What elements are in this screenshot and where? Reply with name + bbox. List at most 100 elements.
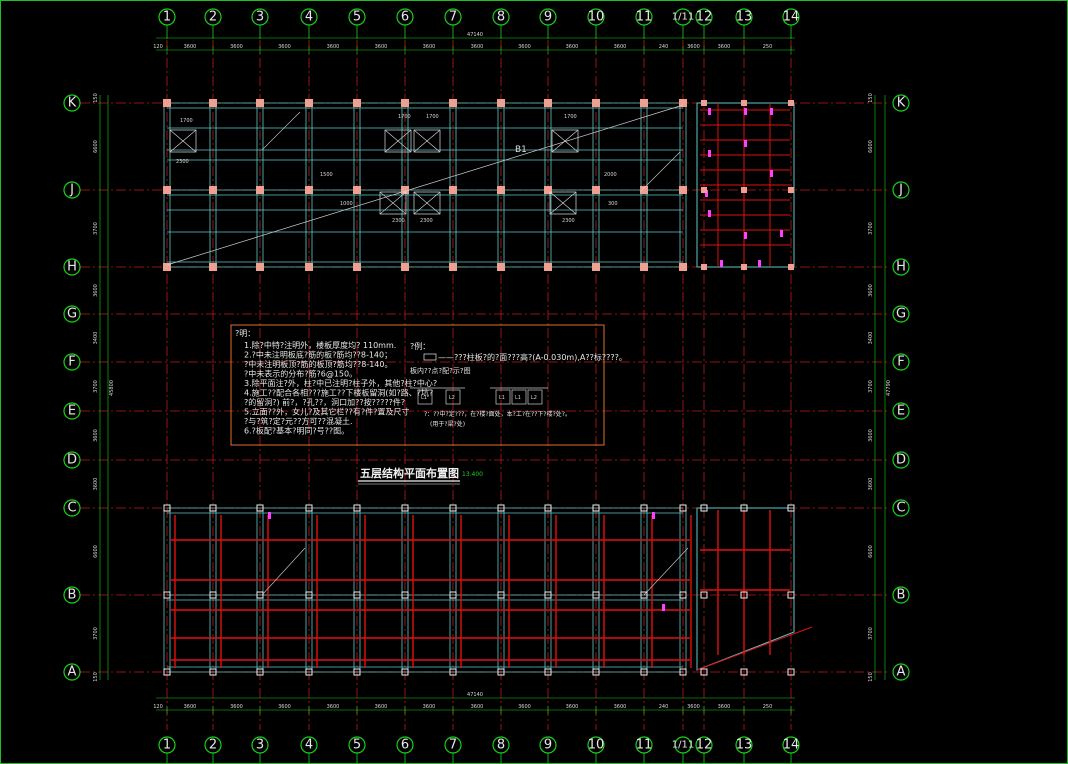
column xyxy=(701,100,707,106)
column xyxy=(305,263,313,271)
dim-text-x: 3600 xyxy=(184,44,197,50)
column xyxy=(163,263,171,271)
dim-label: 2300 xyxy=(176,159,189,165)
dim-text-x: 3600 xyxy=(471,44,484,50)
opening-x xyxy=(169,129,197,153)
column-lower xyxy=(679,591,687,599)
column-lower xyxy=(449,668,457,676)
dim-text-x: 250 xyxy=(763,704,773,710)
slab-mark xyxy=(708,210,711,217)
axis-bubble-y: A xyxy=(892,663,910,681)
axis-label-y: C xyxy=(896,501,905,516)
column-lower xyxy=(640,591,648,599)
opening xyxy=(379,191,407,215)
notes-box xyxy=(230,324,605,446)
bubble-circle xyxy=(892,181,910,199)
axis-label-x: 4 xyxy=(305,738,313,753)
column xyxy=(449,263,457,271)
axis-label-x: 6 xyxy=(401,10,409,25)
axis-bubble-x: 1/11 xyxy=(672,8,694,39)
dim-text-y: 3400 xyxy=(93,332,99,345)
column-lower xyxy=(740,591,748,599)
dim-label: 300 xyxy=(608,201,618,207)
legend-tag: L1 xyxy=(421,395,427,401)
note-line: 3.除平面注?外，柱?中已注明?柱子外，其他?柱?中心? xyxy=(244,378,437,388)
axis-label-x: 10 xyxy=(588,738,605,753)
axis-bubble-x: 7 xyxy=(444,736,462,764)
column xyxy=(353,186,361,194)
column-lower xyxy=(640,668,648,676)
column xyxy=(256,186,264,194)
dim-text-y: 3700 xyxy=(93,627,99,640)
drawing-title: 五层结构平面布置图 xyxy=(360,466,459,480)
opening-x xyxy=(413,191,441,215)
column xyxy=(679,263,687,271)
axis-label-y: D xyxy=(67,453,77,468)
bubble-circle xyxy=(892,258,910,276)
column-lower xyxy=(497,668,505,676)
beam-b1-line xyxy=(166,104,684,266)
axis-bubble-y: H xyxy=(892,258,910,276)
legend-tag: L2 xyxy=(449,395,455,401)
dim-total-y: 47790 xyxy=(886,380,892,396)
column xyxy=(353,99,361,107)
axis-label-x: 10 xyxy=(588,10,605,25)
dim-text-x: 3600 xyxy=(614,704,627,710)
column-lower xyxy=(787,668,795,676)
column xyxy=(640,99,648,107)
dim-text-x: 3600 xyxy=(718,704,731,710)
legend-heading: ?例： xyxy=(410,341,430,351)
column-lower xyxy=(353,504,361,512)
column-lower xyxy=(305,591,313,599)
column-lower xyxy=(700,668,708,676)
dim-text-y: 3700 xyxy=(868,380,874,393)
axis-bubble-x: 11 xyxy=(635,8,653,39)
column-lower xyxy=(256,504,264,512)
axis-label-x: 11 xyxy=(636,10,653,25)
note-line: 2.?中未注明板底?筋的板?筋均??8-140； xyxy=(244,350,392,360)
slab-mark xyxy=(708,150,711,157)
bubble-circle xyxy=(63,663,81,681)
column-lower xyxy=(401,591,409,599)
dim-text-x: 3600 xyxy=(566,704,579,710)
bubble-circle xyxy=(63,94,81,112)
column xyxy=(353,263,361,271)
axis-label-y: K xyxy=(68,96,77,111)
dim-label: 2300 xyxy=(562,218,575,224)
axis-bubble-x: 13 xyxy=(735,736,753,764)
dim-text-x: 3600 xyxy=(566,44,579,50)
axis-bubble-x: 5 xyxy=(348,8,366,39)
axis-bubble-y: D xyxy=(892,451,910,469)
axis-bubble-x: 8 xyxy=(492,8,510,39)
dim-text-y: 6600 xyxy=(868,140,874,153)
column xyxy=(209,263,217,271)
axis-label-y: H xyxy=(896,260,906,275)
opening xyxy=(384,129,412,153)
axis-bubbles: 112233445566778899101011111/111/11121213… xyxy=(63,8,910,764)
axis-bubble-y: B xyxy=(892,586,910,604)
column xyxy=(401,263,409,271)
axis-bubble-x: 11 xyxy=(635,736,653,764)
axis-bubble-x: 1/11 xyxy=(672,736,694,764)
dim-text-x: 3600 xyxy=(423,44,436,50)
axis-label-x: 3 xyxy=(256,738,264,753)
column xyxy=(544,263,552,271)
bubble-circle xyxy=(63,402,81,420)
axis-label-x: 4 xyxy=(305,10,313,25)
axis-label-y: B xyxy=(68,588,77,603)
dim-text-x: 3600 xyxy=(230,704,243,710)
column-lower xyxy=(353,668,361,676)
column xyxy=(788,100,794,106)
axis-bubble-x: 9 xyxy=(539,736,557,764)
column xyxy=(592,99,600,107)
slab-mark xyxy=(662,604,665,611)
axis-bubble-x: 6 xyxy=(396,8,414,39)
axis-label-y: E xyxy=(68,404,76,419)
axis-bubble-x: 2 xyxy=(204,8,222,39)
bubble-circle xyxy=(892,305,910,323)
column-lower xyxy=(163,504,171,512)
bubble-circle xyxy=(63,353,81,371)
elevation-label: 13.400 xyxy=(462,471,483,478)
